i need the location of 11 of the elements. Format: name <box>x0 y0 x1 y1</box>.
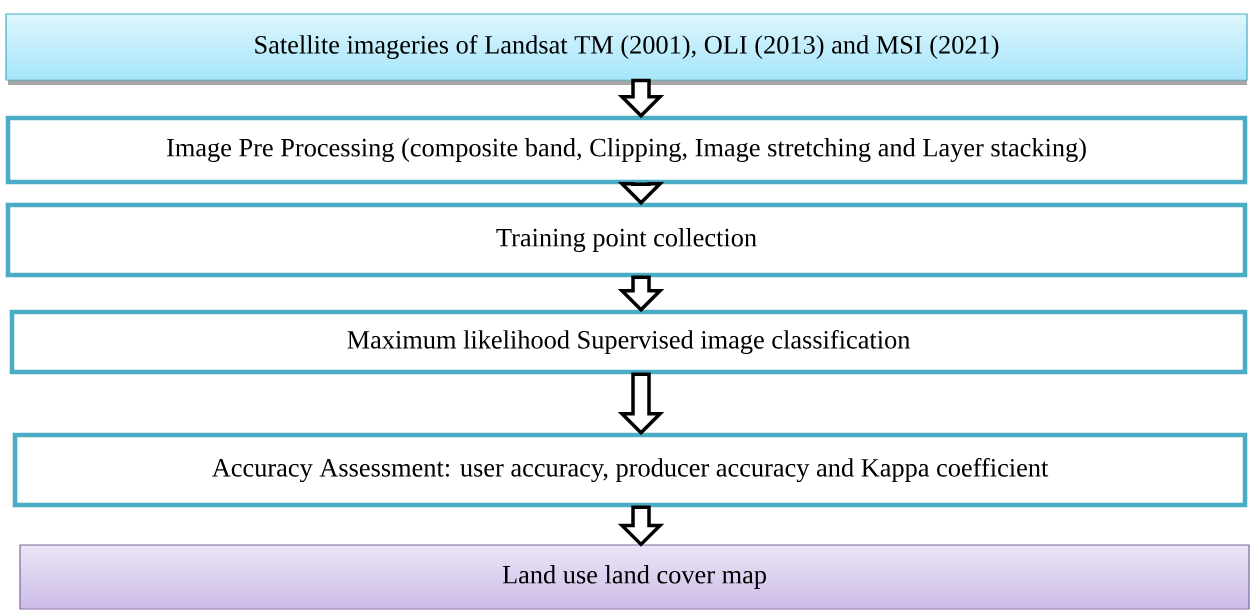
process-box: Maximum likelihood Supervised image classification <box>9 309 1248 375</box>
block-arrow <box>617 275 665 313</box>
block-arrow <box>617 505 665 547</box>
block-arrow <box>617 181 665 206</box>
block-arrow <box>617 78 665 119</box>
process-box: Land use land cover map <box>19 544 1250 610</box>
process-box: Satellite imageries of Landsat TM (2001), OLI (2013) and MSI (2021) <box>5 13 1248 81</box>
process-box: Training point collection <box>5 202 1248 278</box>
block-arrow <box>617 372 665 436</box>
process-box: Accuracy Assessment: user accuracy, producer accuracy and Kappa coefficient <box>12 432 1248 508</box>
process-box: Image Pre Processing (composite band, Clipping, Image stretching and Layer stacking) <box>5 115 1248 185</box>
